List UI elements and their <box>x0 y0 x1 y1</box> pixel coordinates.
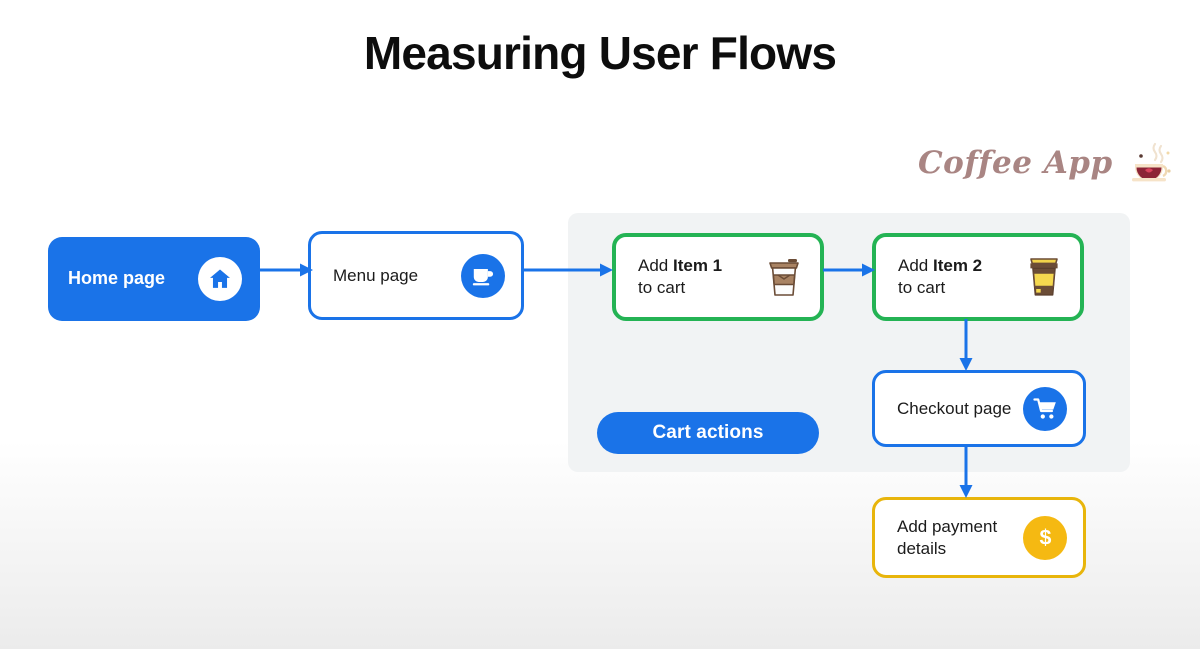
node-home-page[interactable]: Home page <box>48 237 260 321</box>
brand-logo: Coffee App <box>918 140 1173 186</box>
coffee-cup-saucer-icon <box>1131 142 1171 182</box>
node-menu-page-label: Menu page <box>333 265 419 285</box>
cart-actions-pill: Cart actions <box>597 412 819 454</box>
shopping-cart-icon <box>1023 386 1067 431</box>
connector-checkout-to-payment <box>957 446 975 500</box>
togo-coffee-cup-brown-icon <box>769 259 799 296</box>
connector-menu-to-item1 <box>523 261 615 279</box>
togo-coffee-cup-yellow-icon <box>1030 258 1058 296</box>
node-home-page-label: Home page <box>68 268 166 289</box>
node-menu-page[interactable]: Menu page <box>308 231 524 320</box>
dollar-sign-icon: $ <box>1023 515 1067 560</box>
node-checkout-page-label: Checkout page <box>897 398 1012 418</box>
node-checkout-page[interactable]: Checkout page <box>872 370 1086 447</box>
svg-text:$: $ <box>1039 526 1051 550</box>
connector-home-to-menu <box>259 261 315 279</box>
connector-item1-to-item2 <box>823 261 877 279</box>
connector-item2-to-checkout <box>957 319 975 373</box>
coffee-cup-icon <box>461 253 505 298</box>
brand-name: Coffee App <box>918 145 1113 181</box>
page-title: Measuring User Flows <box>363 27 837 79</box>
home-icon <box>198 257 242 301</box>
